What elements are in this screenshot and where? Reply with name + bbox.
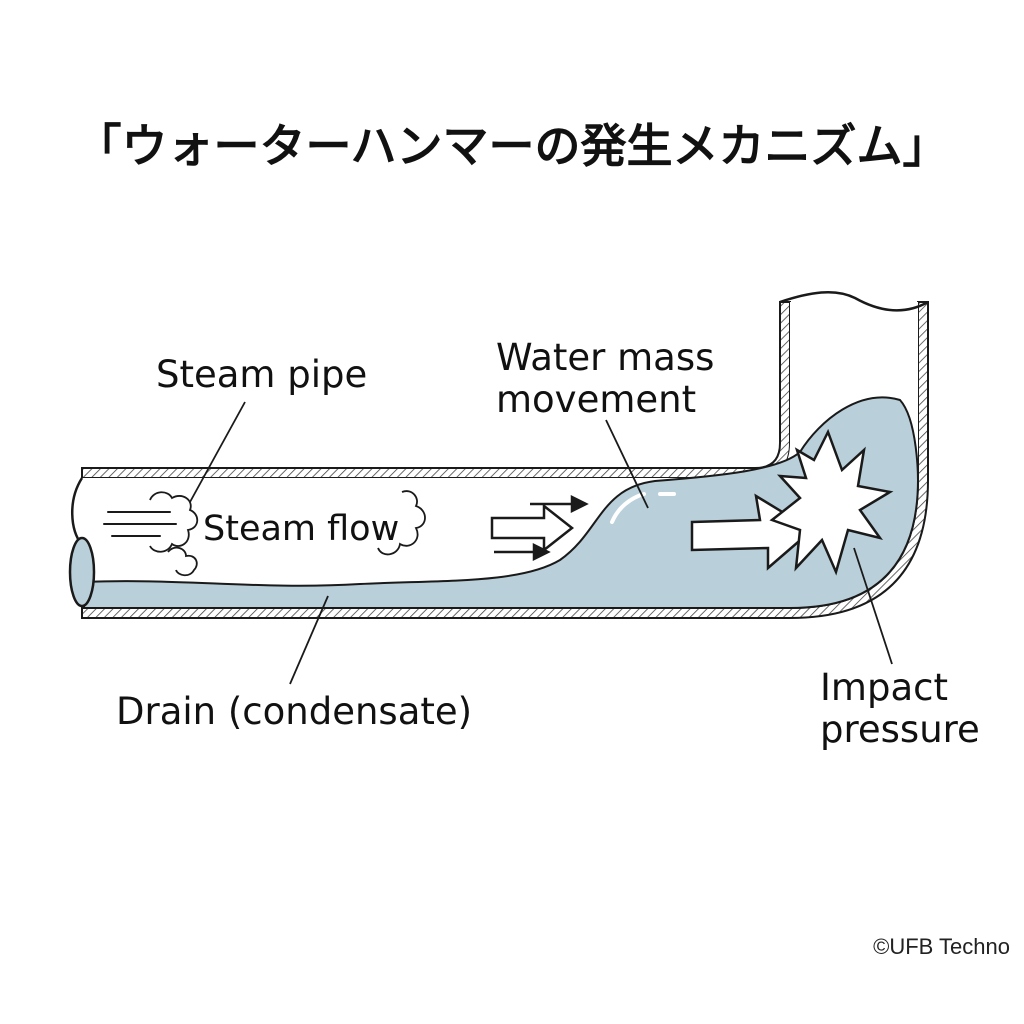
small-arrow-icon [494, 494, 589, 562]
steam-flow-label: Steam flow [203, 509, 399, 549]
leader-lines [189, 401, 893, 685]
water-mass-label-line1: Water mass [496, 336, 714, 379]
steam-flow-lines [103, 511, 177, 537]
water-highlight [610, 492, 676, 524]
leader-impact [853, 547, 893, 665]
drain-label: Drain (condensate) [116, 690, 472, 733]
impact-burst-icon [769, 428, 894, 576]
pipe-left-cut [68, 477, 96, 609]
impact-pressure-label-line1: Impact [820, 666, 948, 709]
pipe-top-cut [779, 291, 929, 312]
diagram-title: 「ウォーターハンマーの発生メカニズム」 [75, 119, 948, 173]
steam-pipe-label: Steam pipe [156, 353, 367, 396]
leader-steam-pipe [189, 401, 246, 503]
leader-water-mass [605, 419, 649, 509]
drain-water [83, 396, 920, 609]
steam-cloud [149, 490, 426, 577]
hollow-arrow-icon [490, 503, 575, 553]
impact-pressure-label-line2: pressure [820, 708, 980, 751]
copyright-credit: ©UFB Techno [873, 934, 1010, 959]
water-mass-label-line2: movement [496, 378, 696, 421]
leader-drain [289, 595, 329, 685]
